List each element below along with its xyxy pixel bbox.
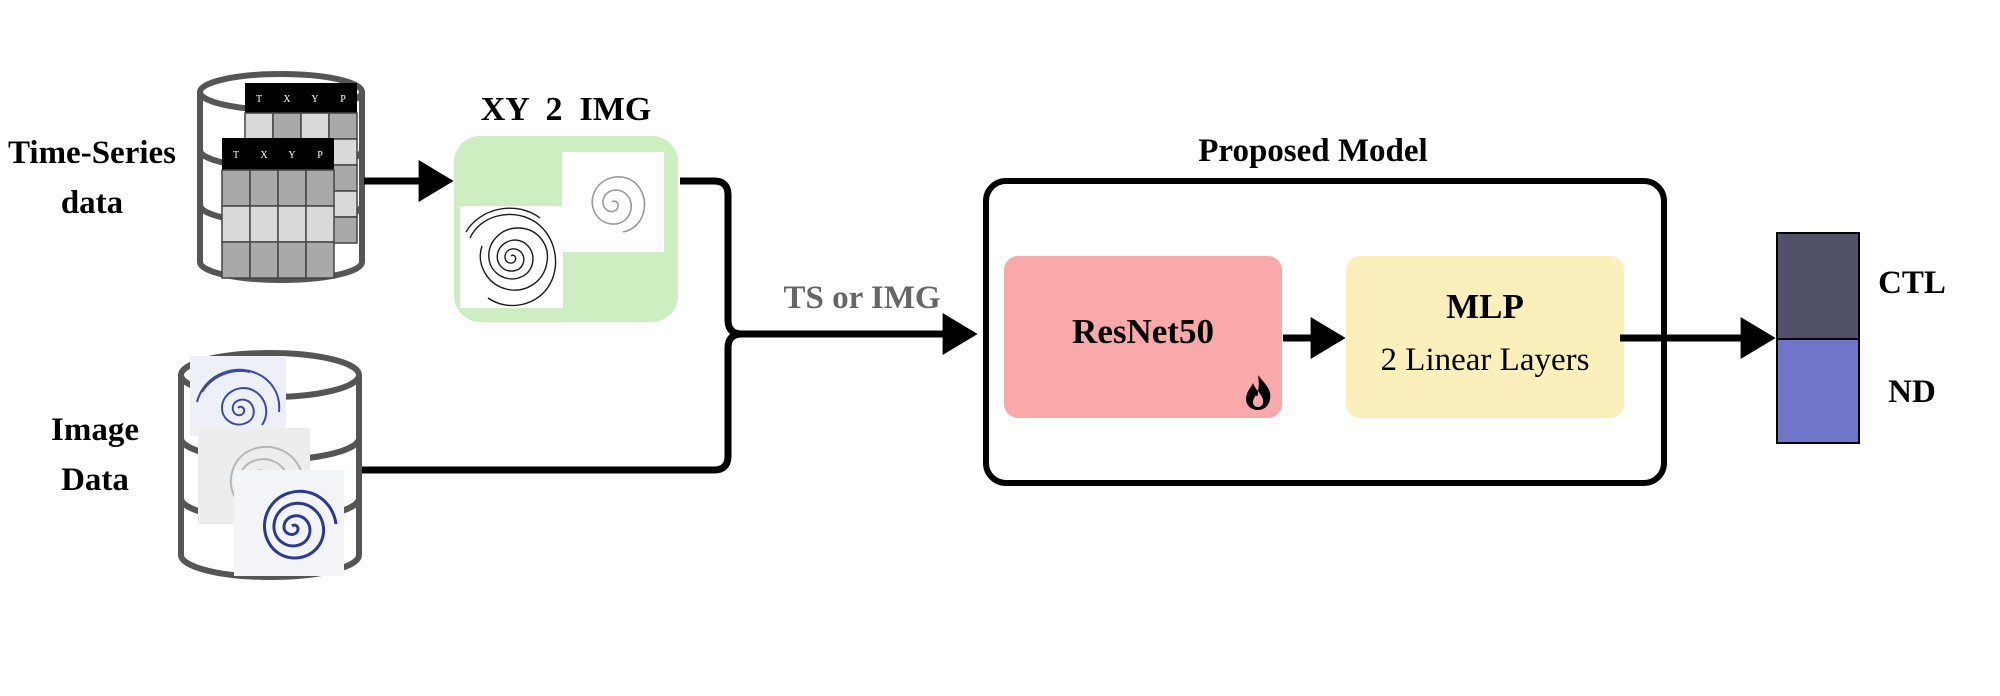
spiral-thumbnail-blue-top <box>190 356 286 436</box>
ctl-bar <box>1776 232 1860 340</box>
resnet-block <box>1004 256 1282 418</box>
image-data-label-line1: Image <box>51 412 139 448</box>
table-back-header-t: T <box>256 94 262 105</box>
spiral-image-bottom-left <box>460 206 563 308</box>
table-back-header-y: Y <box>311 94 318 105</box>
fire-icon <box>1246 375 1271 410</box>
timeseries-label-line1: Time-Series <box>8 135 176 171</box>
xy2img-title: XY 2 IMG <box>481 91 652 128</box>
timeseries-table-front: T X Y P <box>221 138 335 279</box>
table-front-header-y: Y <box>288 150 295 161</box>
proposed-model-title: Proposed Model <box>1198 133 1427 169</box>
ts-or-img-label: TS or IMG <box>783 280 940 316</box>
mlp-title: MLP <box>1446 287 1524 326</box>
timeseries-label-line2: data <box>61 185 123 221</box>
table-front-header-x: X <box>260 150 268 161</box>
connector-from-image-db <box>362 330 743 474</box>
table-front-header-t: T <box>233 150 239 161</box>
spiral-thumbnail-blue-front <box>234 470 344 576</box>
image-data-label-line2: Data <box>61 462 129 498</box>
mlp-subtitle: 2 Linear Layers <box>1381 342 1590 378</box>
nd-bar <box>1776 338 1860 444</box>
proposed-model-box <box>983 178 1667 486</box>
nd-label: ND <box>1888 374 1936 410</box>
table-back-header-x: X <box>283 94 291 105</box>
spiral-image-top-right <box>562 152 664 252</box>
table-front-header-p: P <box>317 150 323 161</box>
table-back-header-p: P <box>340 94 346 105</box>
resnet-label: ResNet50 <box>1072 312 1214 351</box>
mlp-block <box>1346 256 1624 418</box>
ctl-label: CTL <box>1878 265 1946 301</box>
connector-from-xy2img <box>680 177 743 338</box>
